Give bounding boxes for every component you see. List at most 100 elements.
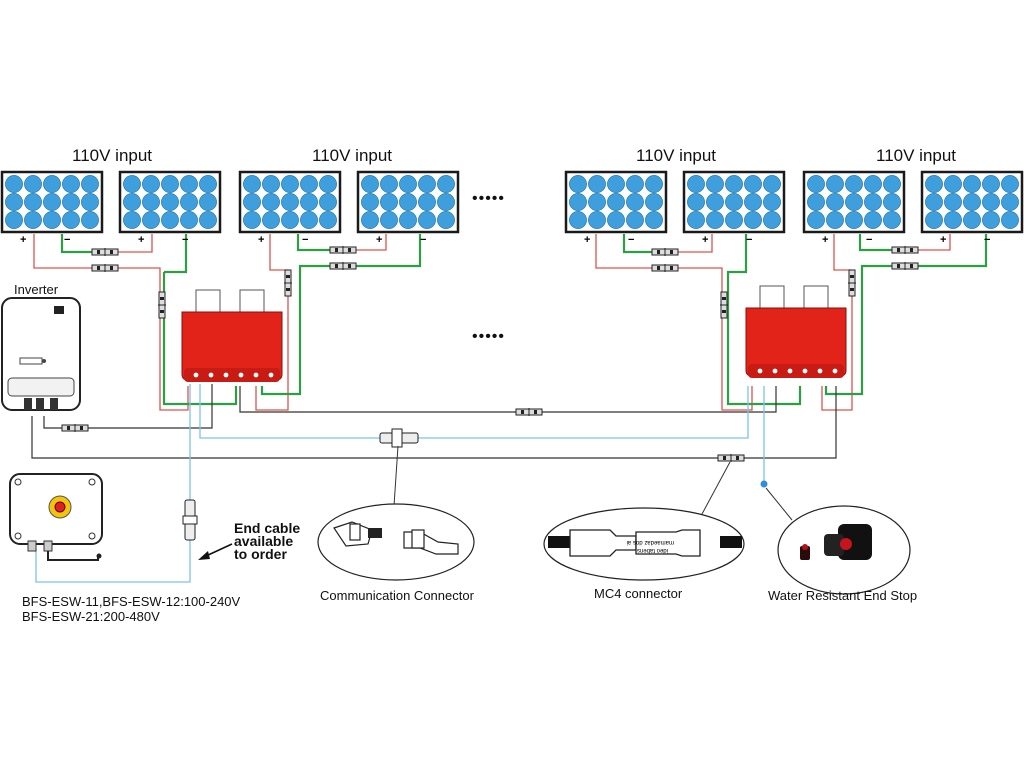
solar-cell [569,211,587,229]
communication-connector-icon [379,428,419,448]
end-stop-cap [800,546,810,560]
solar-cell [706,211,724,229]
positive-terminal-label: + [20,234,26,246]
connector-latch [286,288,290,291]
communication-connector-zoom-icon [333,521,459,555]
device-screw [14,532,22,540]
communication-connector-caption: Communication Connector [320,588,474,603]
solar-cell [744,211,762,229]
solar-cell [588,175,606,193]
device-gland [43,540,53,552]
connector-latch [657,266,660,270]
end-stop-seal [840,538,852,550]
solar-cell [81,175,99,193]
optimizer-port [223,372,229,378]
positive-wire [118,234,153,253]
solar-cell [24,211,42,229]
solar-cell [626,193,644,211]
inverter-logo [54,306,64,314]
solar-cell [5,211,23,229]
mc4-connector-icon [329,262,357,270]
negative-wire [824,264,892,396]
solar-panels: +−+−+−+−+−+−+−+− [0,170,1024,246]
optimizer-port [238,372,244,378]
connector-latch [110,250,113,254]
solar-cell [380,211,398,229]
solar-cell [1001,211,1019,229]
solar-cell [199,211,217,229]
solar-panel-icon: +− [920,170,1024,246]
junction-box [195,289,221,315]
connector-latch [850,275,854,278]
positive-wire [356,234,387,251]
solar-cell [123,193,141,211]
connector-latch [286,275,290,278]
solar-cell [5,175,23,193]
solar-cell [826,211,844,229]
positive-wire [159,318,189,411]
device-screw [88,478,96,486]
connector-latch [67,426,70,430]
solar-cell [569,193,587,211]
solar-cell [319,193,337,211]
connector-latch [335,264,338,268]
optimizer-port [772,368,778,374]
communication-wire [35,540,191,583]
communication-connector-callout [317,503,475,581]
connector-latch [97,266,100,270]
connector-latch [897,248,900,252]
solar-cell [142,175,160,193]
junction-box [759,285,785,311]
mc4-connector-icon [720,291,728,319]
solar-cell [607,193,625,211]
negative-terminal-label: − [420,234,426,246]
trunk-wire [31,416,718,459]
end-stop-cap-top [802,544,808,550]
solar-cell [361,211,379,229]
solar-cell [199,193,217,211]
optimizer-port [817,368,823,374]
mc4-connector-icon [329,246,357,254]
optimizer-port [268,372,274,378]
solar-cell [62,175,80,193]
end-stop-zoom-icon [800,524,872,560]
junction-box [803,285,829,311]
solar-cell [43,211,61,229]
positive-wire [33,234,92,269]
solar-cell [763,193,781,211]
solar-panel-icon: +− [238,170,342,246]
end-cable-note-1: End cable [234,520,301,536]
negative-wire [296,234,330,252]
solar-cell [319,211,337,229]
solar-cell [883,175,901,193]
solar-cell [963,175,981,193]
positive-wire [678,234,713,253]
communication-wire [414,386,749,439]
solar-cell [607,211,625,229]
solar-cell [883,211,901,229]
connector-latch [723,456,726,460]
connector-latch [80,426,83,430]
negative-terminal-label: − [628,234,634,246]
inverter-label: Inverter [14,282,59,297]
solar-cell [281,193,299,211]
solar-cell [380,175,398,193]
mc4-connector-icon [91,248,119,256]
solar-cell [864,175,882,193]
positive-terminal-label: + [138,234,144,246]
inverter-led [42,359,46,363]
inverter-gland [36,398,44,410]
device-dial-center [54,501,66,513]
negative-wire [60,234,92,254]
positive-terminal-label: + [940,234,946,246]
positive-wire [833,234,852,271]
solar-cell [437,193,455,211]
trunk-wire [239,386,516,413]
solar-cell [744,175,762,193]
positive-wire [821,296,853,411]
solar-panel-icon: +− [802,170,906,246]
mc4-connector-icon [284,269,292,297]
positive-wire [255,296,289,411]
solar-cell [706,175,724,193]
negative-terminal-label: − [746,234,752,246]
